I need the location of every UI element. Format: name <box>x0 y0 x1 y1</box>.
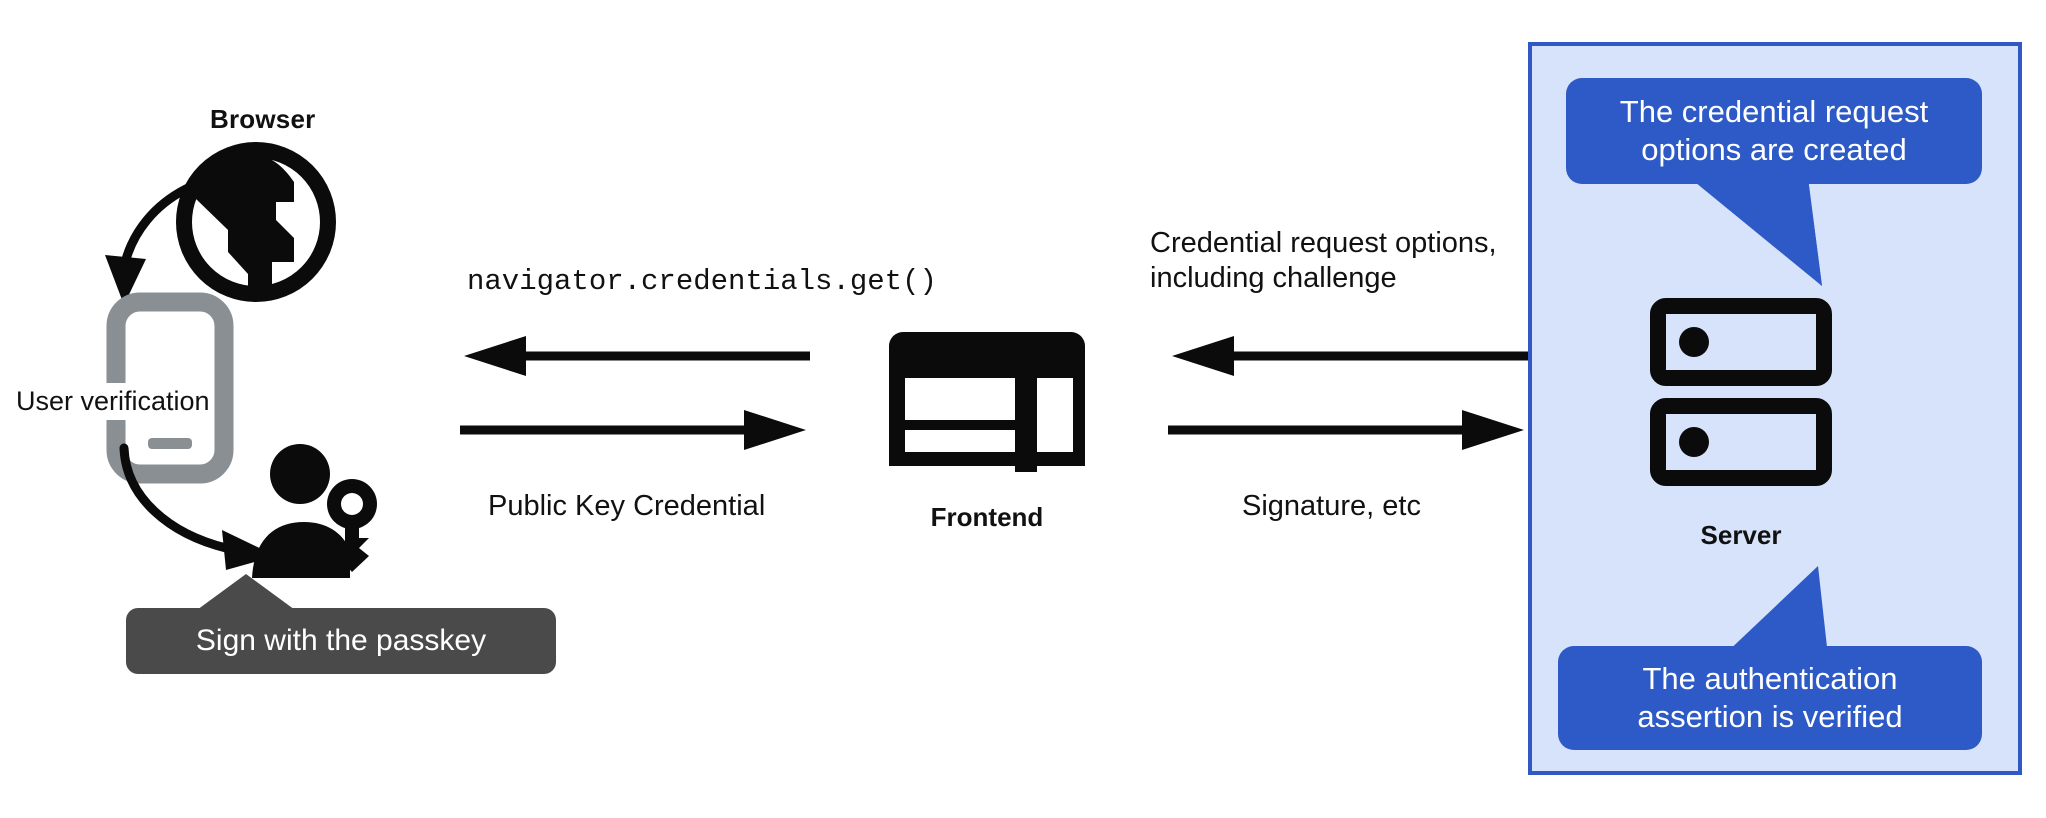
navigator-credentials-get-label: navigator.credentials.get() <box>467 265 937 298</box>
webpage-layout-icon <box>889 332 1085 472</box>
server-top-callout-tail <box>1690 178 1822 286</box>
frontend-to-server-arrow <box>1168 410 1524 450</box>
server-to-frontend-arrow <box>1172 336 1528 376</box>
passkey-callout-tail <box>186 574 306 618</box>
server-bottom-callout-text: The authentication assertion is verified <box>1637 661 1903 734</box>
public-key-credential-label: Public Key Credential <box>488 490 766 522</box>
globe-icon <box>176 142 336 302</box>
passkey-callout-text: Sign with the passkey <box>195 623 487 657</box>
server-bottom-callout: The authentication assertion is verified <box>1558 646 1982 750</box>
server-top-callout: The credential request options are creat… <box>1566 78 1982 184</box>
server-label: Server <box>1700 520 1782 550</box>
person-with-key-icon <box>252 444 377 578</box>
server-top-callout-text: The credential request options are creat… <box>1619 94 1929 167</box>
passkey-callout: Sign with the passkey <box>126 608 556 674</box>
browser-to-phone-arrow <box>105 169 285 305</box>
signature-etc-label: Signature, etc <box>1242 490 1421 522</box>
server-rack-icon <box>1650 298 1832 486</box>
credential-request-options-label: Credential request options, including ch… <box>1150 227 1497 295</box>
frontend-to-browser-arrow <box>464 336 810 376</box>
frontend-label: Frontend <box>930 502 1044 532</box>
browser-to-frontend-arrow <box>460 410 806 450</box>
phone-to-user-arrow <box>119 443 276 570</box>
user-verification-label: User verification <box>12 383 214 420</box>
browser-label: Browser <box>210 104 316 134</box>
